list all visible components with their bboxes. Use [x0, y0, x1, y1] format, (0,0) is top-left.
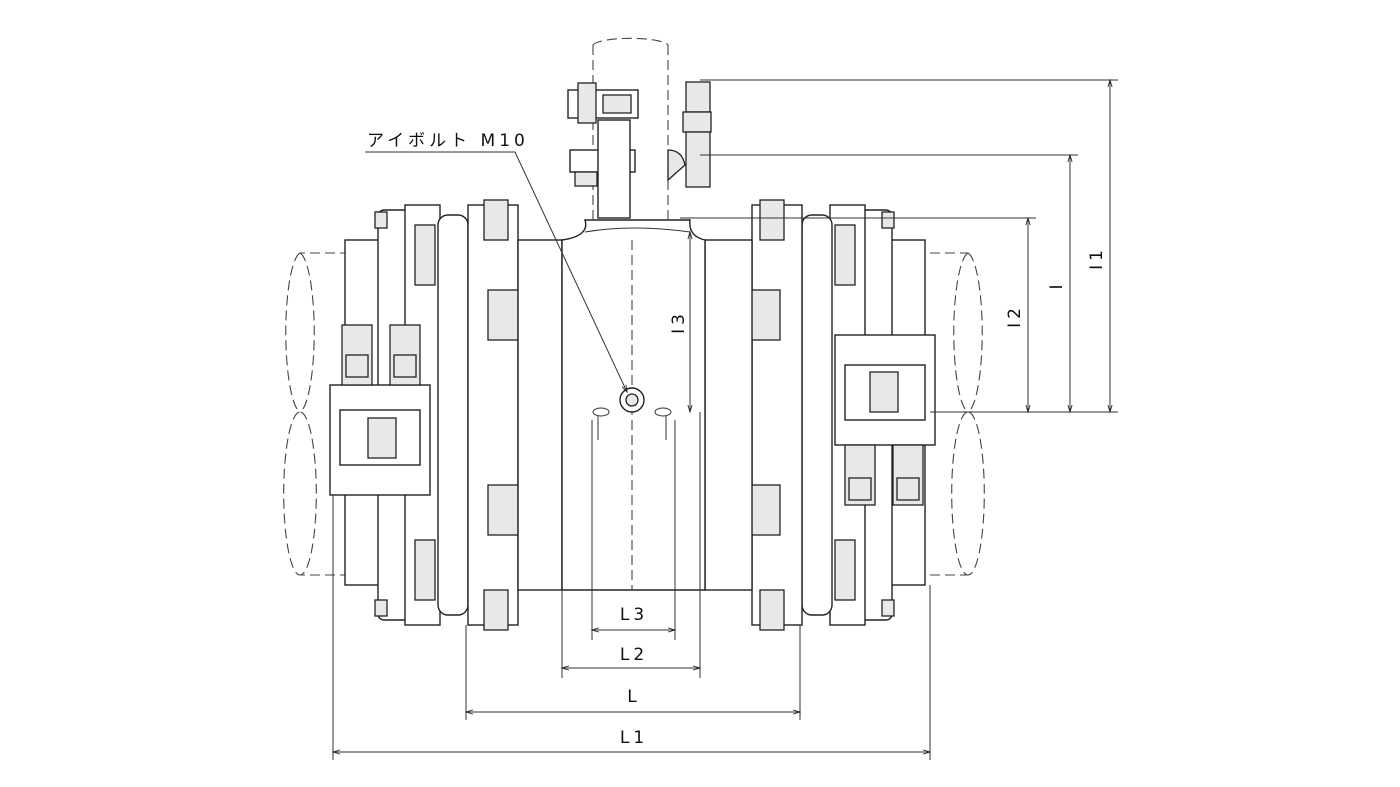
dim-I3-label: I3	[669, 310, 689, 334]
vertical-dimensions	[680, 78, 1118, 414]
dim-I2-label: I2	[1005, 304, 1025, 328]
right-coupling	[704, 199, 936, 631]
eyebolt-leader	[365, 151, 628, 394]
dim-L2-label: L2	[620, 645, 648, 665]
eyebolt-label: アイボルト M10	[367, 131, 529, 151]
stem-assembly	[567, 37, 712, 220]
eyebolt	[592, 387, 672, 440]
left-coupling	[329, 199, 563, 631]
horizontal-dimensions	[331, 412, 932, 760]
dim-L1-label: L1	[620, 728, 648, 748]
dim-I1-label: I1	[1087, 246, 1107, 270]
dim-I-label: I	[1047, 280, 1067, 289]
dim-L3-label: L3	[620, 605, 648, 625]
dim-L-label: L	[627, 687, 640, 707]
